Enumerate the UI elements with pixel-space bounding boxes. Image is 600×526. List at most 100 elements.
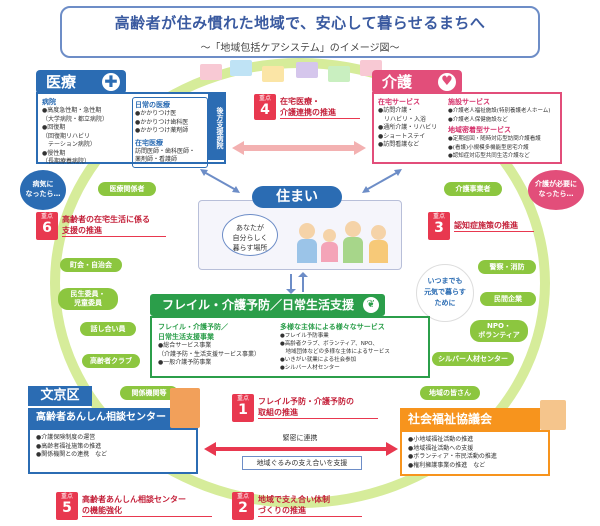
priority-text-1: フレイル予防・介護予防の 取組の推進 [258, 396, 378, 419]
double-arrow-medical-care [232, 140, 366, 154]
list-item: （回復期リハビリ [42, 133, 122, 142]
home-service-heading: 在宅サービス [378, 97, 450, 107]
frailty-title: フレイル・介護予防／日常生活支援 [162, 298, 354, 312]
priority-line: フレイル予防・介護予防の [258, 396, 378, 407]
community-service-heading: 地域密着型サービス [448, 125, 560, 135]
note-line: なったら… [528, 189, 584, 199]
frailty-label: フレイル・介護予防／日常生活支援 ❦ [150, 294, 385, 316]
oval-care-provider: 介護事業者 [444, 182, 502, 196]
arrow-medical-housing [200, 168, 240, 194]
list-item: （大学病院・都立病院） [42, 116, 122, 125]
oval-town-association: 町会・自治会 [60, 258, 122, 272]
oval-discussion-member: 話し合い員 [80, 322, 136, 336]
housing-label: 住まい [252, 186, 342, 208]
medical-title: 医療 [46, 73, 76, 91]
oval-silver-center: シルバー人材センター [432, 352, 514, 366]
list-item: ●かかりつけ歯科医 [135, 119, 205, 128]
list-item: ●高齢者クラブ、ボランティア、NPO、 [280, 340, 428, 348]
list-item: ●(看護)小規模多機能型居宅介護 [448, 144, 560, 153]
list-item: リハビリ・入浴 [378, 116, 450, 125]
bubble-line: 自分らしく [223, 233, 277, 243]
bubble-line: あなたが [223, 223, 277, 233]
list-item: ●慢性期 [42, 150, 122, 159]
list-item: ●フレイル予防事業 [280, 332, 428, 340]
facility-service-heading: 施設サービス [448, 97, 560, 107]
consultation-center-box: ●介護保険制度の運営 ●高齢者福祉施策の推進 ●関係機関との連携 など [28, 428, 198, 474]
medical-box: 病院 ●高度急性期・急性期 （大学病院・都立病院） ●回復期 （回復期リハビリ … [36, 92, 226, 164]
bubble-line: 暮らす場所 [223, 243, 277, 253]
list-item: ●介護老人保健施設など [448, 116, 560, 125]
oval-medical-staff: 医療関係者 [98, 182, 156, 196]
note-line: 元気で暮らす [417, 287, 473, 298]
priority-line: 認知症施策の推進 [454, 220, 534, 231]
mutual-support-text: 地域ぐるみの支え合いを支援 [257, 459, 348, 467]
hospital-list: ●高度急性期・急性期 （大学病院・都立病院） ●回復期 （回復期リハビリ テーシ… [42, 107, 122, 167]
page-subtitle: 〜「地域包括ケアシステム」のイメージ図〜 [62, 39, 538, 54]
list-item: ●高度急性期・急性期 [42, 107, 122, 116]
oval-local-residents: 地域の皆さん [420, 386, 480, 400]
priority-line: 高齢者の在宅生活に係る [62, 214, 166, 225]
list-item: ●訪問介護・ [378, 107, 450, 116]
oval-police-fire: 警察・消防 [478, 260, 536, 274]
frailty-right-heading: 多様な主体による様々なサービス [280, 322, 428, 332]
priority-line: の機能強化 [82, 505, 212, 516]
list-item: テーション病院） [42, 141, 122, 150]
priority-line: 介護連携の推進 [280, 107, 360, 118]
list-item: ●介護老人福祉施設(特別養護老人ホーム) [448, 107, 560, 116]
list-item: ●高齢者福祉施策の推進 [36, 443, 190, 452]
priority-text-2: 地域で支え合い体制 づくりの推進 [258, 494, 362, 517]
list-item: ●訪問看護など [378, 141, 450, 150]
care-title: 介護 [382, 73, 412, 91]
priority-line: 在宅医療・ [280, 96, 360, 107]
heart-icon: ♥ [438, 73, 456, 91]
list-item: （長期療養病院） [42, 158, 122, 167]
housing-bubble: あなたが 自分らしく 暮らす場所 [222, 214, 278, 256]
priority-badge-2: 重点 2 [232, 492, 254, 520]
priority-line: 地域で支え合い体制 [258, 494, 362, 505]
priority-text-3: 認知症施策の推進 [454, 220, 534, 232]
priority-badge-3: 重点 3 [428, 212, 450, 240]
social-welfare-council-box: ●小地域福祉活動の推進 ●地域福祉活動への支援 ●ボランティア・市民活動の推進 … [400, 430, 550, 476]
sick-note: 病気に なったら… [20, 170, 66, 210]
list-item: ●介護保険制度の運営 [36, 434, 190, 443]
rear-support-hospital: 後方支援病院 [208, 94, 224, 160]
council-building-illustration [540, 400, 566, 430]
family-illustration [295, 217, 395, 267]
list-item: ●通所介護・リハビリ [378, 124, 450, 133]
note-line: 病気に [20, 179, 66, 189]
oval-elderly-club: 高齢者クラブ [82, 354, 140, 368]
bunkyo-ward-label: 文京区 [28, 386, 92, 406]
list-item: （介護予防・生活支援サービス事業） [158, 351, 276, 360]
list-item: ●シルバー人材センター [280, 364, 428, 372]
list-item: ●かかりつけ医 [135, 110, 205, 119]
list-item: 地域団体などの多様な主体によるサービス [280, 348, 428, 356]
frailty-left-heading: フレイル・介護予防／ [158, 322, 276, 332]
arrow-care-housing [362, 168, 402, 194]
list-item: ●関係機関との連携 など [36, 451, 190, 460]
priority-number: 2 [232, 501, 254, 515]
list-item: ●認知症対応型共同生活介護など [448, 152, 560, 161]
page-title: 高齢者が住み慣れた地域で、安心して暮らせるまちへ [62, 12, 538, 33]
oval-npo-volunteer: NPO・ ボランティア [470, 320, 528, 342]
priority-number: 3 [428, 221, 450, 235]
priority-line: 取組の推進 [258, 407, 378, 418]
note-line: ために [417, 298, 473, 309]
cooperation-text: 緊密に連携 [270, 433, 330, 443]
list-item: ●いきがい就業による社会参加 [280, 356, 428, 364]
list-item: ●地域福祉活動への支援 [408, 445, 542, 454]
medical-label: 医療 ✚ [36, 70, 126, 94]
list-item: ●一般介護予防事業 [158, 359, 276, 368]
list-item: 訪問医師・歯科医師・ [135, 148, 205, 157]
oval-private-company: 民間企業 [480, 292, 536, 306]
frailty-left-heading: 日常生活支援事業 [158, 332, 276, 342]
mutual-support-box: 地域ぐるみの支え合いを支援 [242, 456, 362, 470]
oval-welfare-commissioner: 民生委員・ 児童委員 [58, 288, 118, 310]
priority-number: 6 [36, 221, 58, 235]
hospital-heading: 病院 [42, 97, 122, 107]
priority-text-4: 在宅医療・ 介護連携の推進 [280, 96, 360, 119]
priority-badge-4: 重点 4 [254, 94, 276, 120]
priority-badge-1: 重点 1 [232, 394, 254, 422]
need-care-note: 介護が必要に なったら… [528, 170, 584, 210]
note-line: 介護が必要に [528, 179, 584, 189]
home-medical-heading: 在宅医療 [135, 138, 205, 148]
